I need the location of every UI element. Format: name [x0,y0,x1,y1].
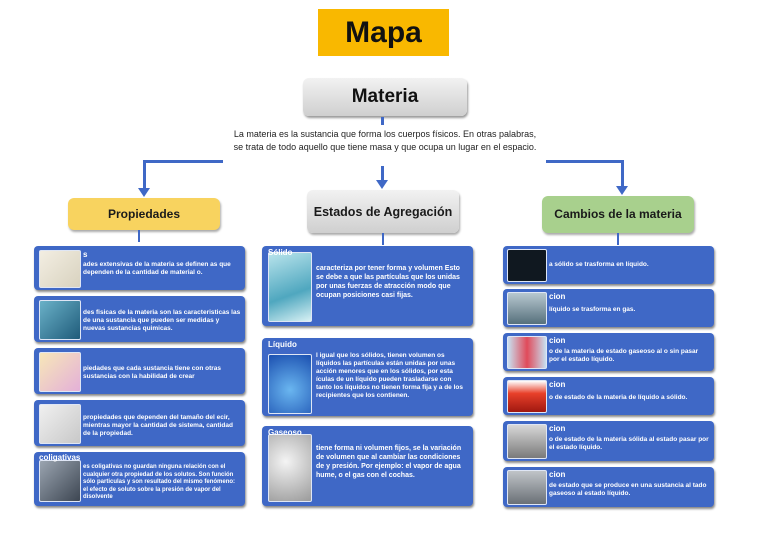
cambios-card[interactable]: cion o de estado de la materia de líquid… [503,377,714,415]
propiedades-card[interactable]: coligativas es coligativas no guardan ni… [34,452,245,506]
root-description: La materia es la sustancia que forma los… [233,129,537,152]
arrow-head-icon [376,180,388,189]
estados-card-liquido[interactable]: Líquido l igual que los sólidos, tienen … [262,338,473,416]
thumbnail-image [507,292,547,325]
card-text: l igual que los sólidos, tienen volumen … [316,352,463,399]
cambios-card[interactable]: a sólido se trasforma en líquido. [503,246,714,284]
card-text: o de la materia de estado gaseoso al o s… [549,348,699,363]
thumbnail-image [39,300,81,340]
connector-line [381,166,384,182]
card-title: s [83,250,88,259]
thumbnail-image [39,404,81,444]
arrow-head-icon [616,186,628,195]
cambios-card[interactable]: cion o de estado de la materia sólida al… [503,421,714,461]
propiedades-card[interactable]: piedades que cada sustancia tiene con ot… [34,348,245,394]
category-estados[interactable]: Estados de Agregación [307,190,459,233]
card-title: Líquido [268,340,297,349]
card-text: o de estado de la materia de líquido a s… [549,394,688,401]
connector-line [381,117,384,125]
card-text: líquido se trasforma en gas. [549,306,636,313]
cambios-card[interactable]: cion o de la materia de estado gaseoso a… [503,333,714,371]
connector-line [382,233,384,245]
thumbnail-image [507,380,547,413]
card-title: cion [549,470,566,479]
root-node-materia[interactable]: Materia [303,78,467,116]
connector-line [143,160,146,190]
card-title: coligativas [39,453,81,462]
category-cambios[interactable]: Cambios de la materia [542,196,694,233]
card-title: cion [549,380,566,389]
page-title: Mapa [318,9,449,56]
connector-line [143,160,223,163]
card-text: tiene forma ni volumen fijos, se la vari… [316,445,462,479]
card-text: es coligativas no guardan ninguna relaci… [83,464,236,500]
cambios-card[interactable]: cion de estado que se produce en una sus… [503,467,714,507]
thumbnail-image [507,470,547,505]
card-title: Sólido [268,248,293,257]
thumbnail-image [39,460,81,502]
cambios-card[interactable]: cion líquido se trasforma en gas. [503,289,714,327]
card-title: Gaseoso [268,428,302,437]
propiedades-card[interactable]: s ades extensivas de la materia se defin… [34,246,245,290]
card-text: de estado que se produce en una sustanci… [549,482,707,497]
thumbnail-image [507,424,547,459]
thumbnail-image [507,249,547,282]
category-propiedades[interactable]: Propiedades [68,198,220,230]
card-text: caracteriza por tener forma y volumen Es… [316,265,460,299]
connector-line [621,160,624,188]
arrow-head-icon [138,188,150,197]
connector-line [617,233,619,245]
card-text: a sólido se trasforma en líquido. [549,261,649,268]
thumbnail-image [268,434,312,502]
card-title: cion [549,336,566,345]
card-text: piedades que cada sustancia tiene con ot… [83,365,221,380]
card-text: ades extensivas de la materia se definen… [83,261,231,276]
propiedades-card[interactable]: des fisicas de la materia son las caract… [34,296,245,342]
card-title: cion [549,424,566,433]
card-text: propiedades que dependen del tamaño del … [83,414,233,437]
estados-card-gaseoso[interactable]: Gaseoso tiene forma ni volumen fijos, se… [262,426,473,506]
thumbnail-image [268,354,312,414]
card-title: cion [549,292,566,301]
thumbnail-image [268,252,312,322]
propiedades-card[interactable]: propiedades que dependen del tamaño del … [34,400,245,446]
thumbnail-image [507,336,547,369]
connector-line [138,230,140,242]
thumbnail-image [39,352,81,392]
card-text: o de estado de la materia sólida al esta… [549,436,709,451]
estados-card-solido[interactable]: Sólido caracteriza por tener forma y vol… [262,246,473,326]
card-text: des fisicas de la materia son las caract… [83,309,241,332]
thumbnail-image [39,250,81,288]
connector-line [546,160,624,163]
